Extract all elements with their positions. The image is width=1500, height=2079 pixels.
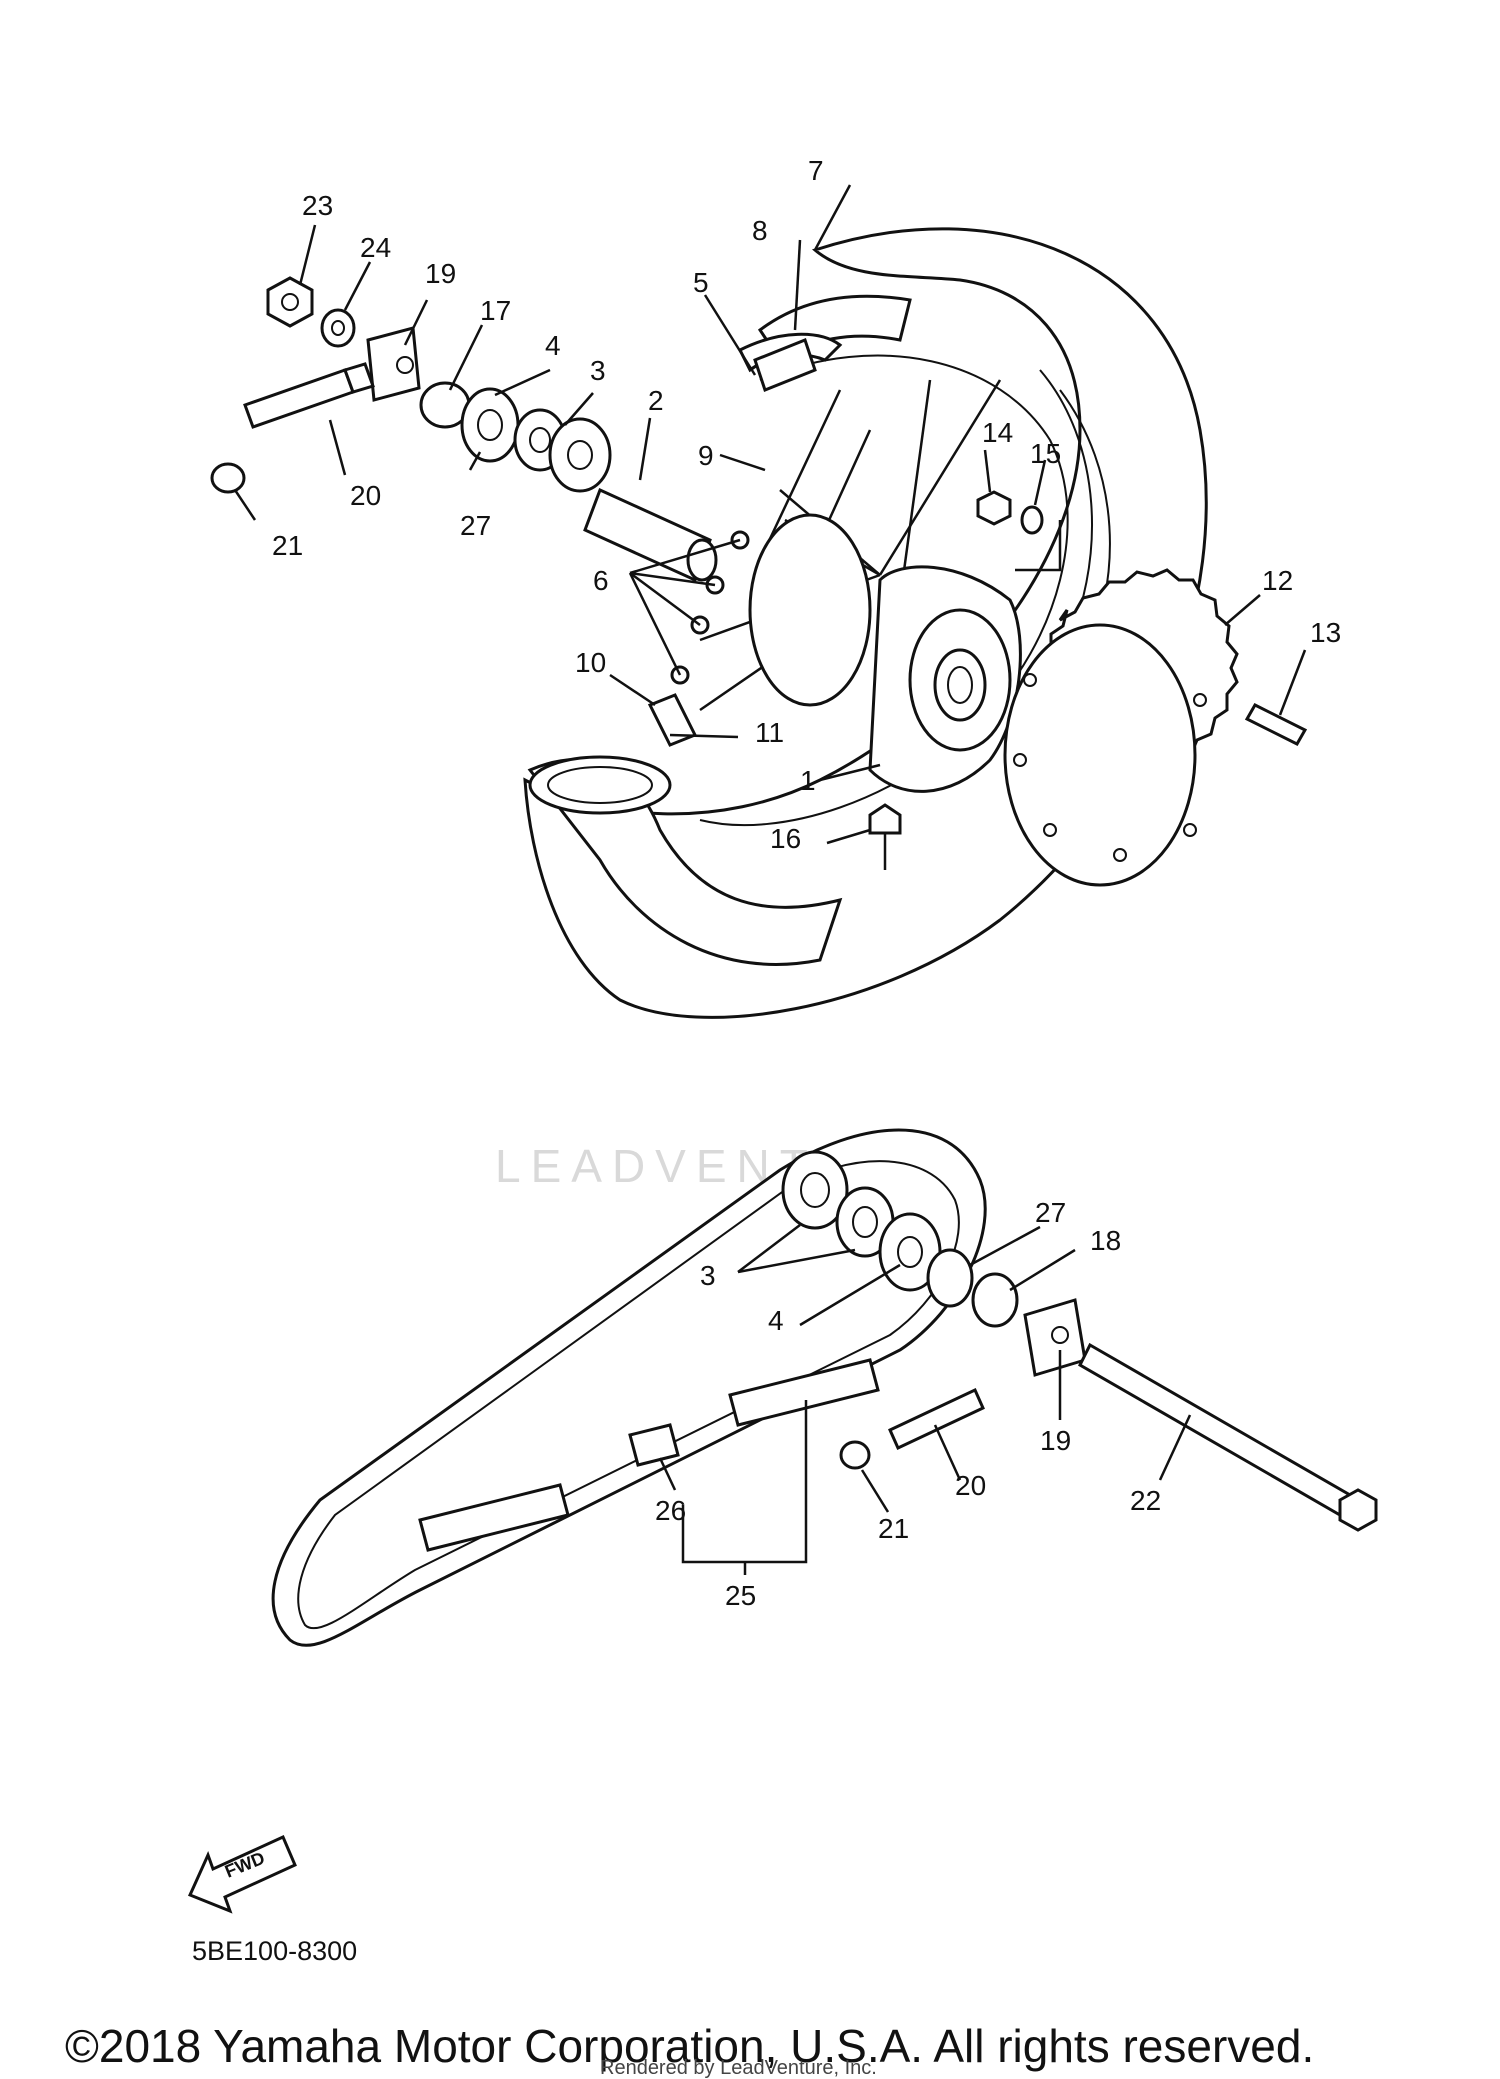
callout-3-lower: 3 (700, 1260, 716, 1291)
callout-27: 27 (460, 510, 491, 541)
rendered-by-text: Rendered by LeadVenture, Inc. (600, 2057, 877, 2079)
callout-7: 7 (808, 155, 824, 186)
callout-21-lower: 21 (878, 1513, 909, 1544)
callout-24: 24 (360, 232, 391, 263)
callout-2: 2 (648, 385, 664, 416)
callout-26: 26 (655, 1495, 686, 1526)
callout-17: 17 (480, 295, 511, 326)
washer-15 (1020, 505, 1044, 535)
callout-20: 20 (350, 480, 381, 511)
callout-3: 3 (590, 355, 606, 386)
callout-16: 16 (770, 823, 801, 854)
callout-22: 22 (1130, 1485, 1161, 1516)
callout-27-lower: 27 (1035, 1197, 1066, 1228)
callout-12: 12 (1262, 565, 1293, 596)
diagram-code: 5BE100-8300 (192, 1936, 357, 1966)
bolt-13 (1244, 703, 1308, 746)
rim-lock-top (753, 338, 817, 392)
rim-lock (647, 693, 698, 747)
callout-13: 13 (1310, 617, 1341, 648)
callout-1: 1 (800, 765, 816, 796)
callout-5: 5 (693, 267, 709, 298)
callout-20-lower: 20 (955, 1470, 986, 1501)
callout-14: 14 (982, 417, 1013, 448)
part-labels: 23 24 19 17 4 3 2 20 21 27 7 8 5 9 14 15… (272, 155, 1341, 1611)
lower-axle-parts (781, 1150, 1378, 1532)
nut-14 (976, 490, 1012, 526)
callout-25: 25 (725, 1580, 756, 1611)
callout-10: 10 (575, 647, 606, 678)
callout-8: 8 (752, 215, 768, 246)
callout-9: 9 (698, 440, 714, 471)
sprocket (1003, 568, 1239, 887)
callout-11: 11 (755, 717, 784, 748)
callout-19: 19 (425, 258, 456, 289)
callout-19-lower: 19 (1040, 1425, 1071, 1456)
callout-6: 6 (593, 565, 609, 596)
callout-4-lower: 4 (768, 1305, 784, 1336)
callout-21: 21 (272, 530, 303, 561)
fwd-arrow-icon: FWD (187, 1834, 297, 1914)
leader-lines (233, 184, 1307, 1575)
callout-18: 18 (1090, 1225, 1121, 1256)
callout-23: 23 (302, 190, 333, 221)
hub (748, 513, 1022, 793)
callout-4: 4 (545, 330, 561, 361)
copyright-notice: ©2018 Yamaha Motor Corporation, U.S.A. A… (65, 2020, 1314, 2072)
callout-15: 15 (1030, 438, 1061, 469)
